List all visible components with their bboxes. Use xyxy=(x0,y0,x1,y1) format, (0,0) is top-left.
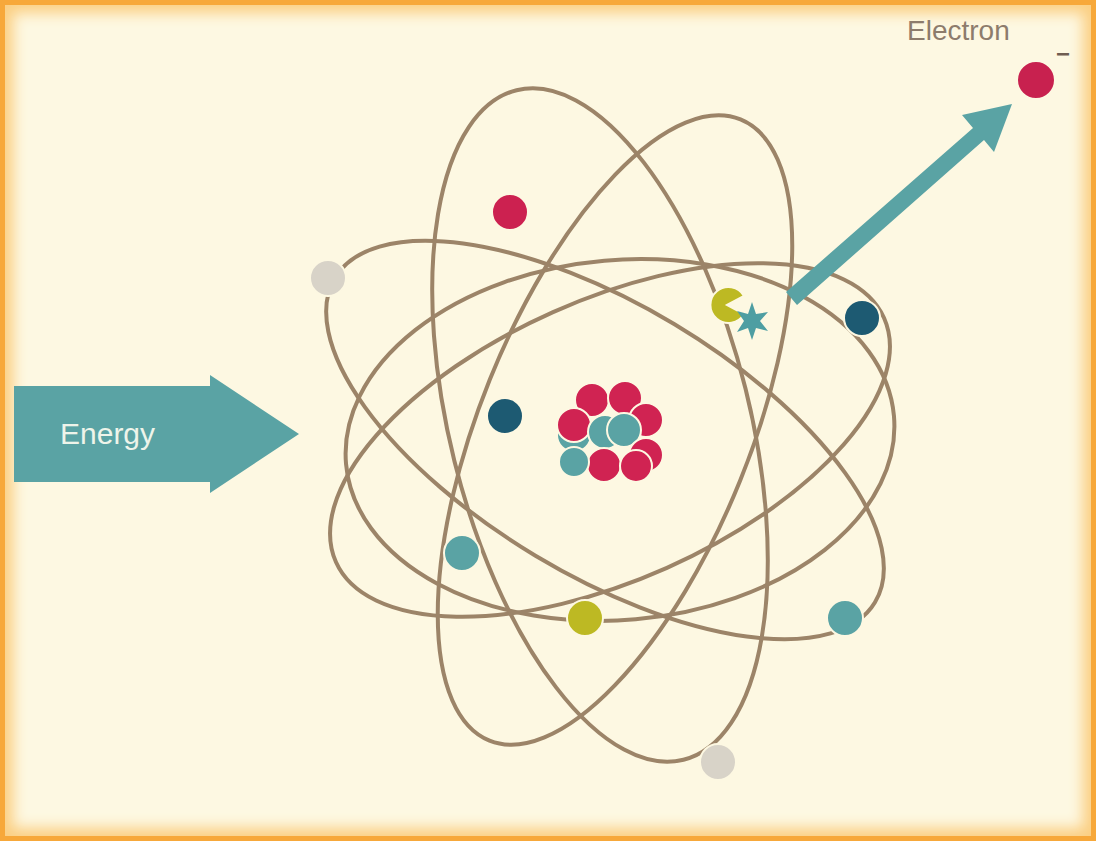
arrow-shape xyxy=(14,375,299,493)
energy-arrow: Energy xyxy=(14,375,299,493)
charge-sign: − xyxy=(1056,40,1070,68)
electrons xyxy=(310,194,880,780)
ejected-electron xyxy=(1017,61,1055,99)
orbits xyxy=(265,54,944,796)
nucleus xyxy=(557,381,663,482)
arrow-label: Energy xyxy=(60,417,155,451)
ejection-arrow xyxy=(786,104,1012,305)
electron-label: Electron xyxy=(907,15,1010,47)
impact-star xyxy=(737,302,768,340)
